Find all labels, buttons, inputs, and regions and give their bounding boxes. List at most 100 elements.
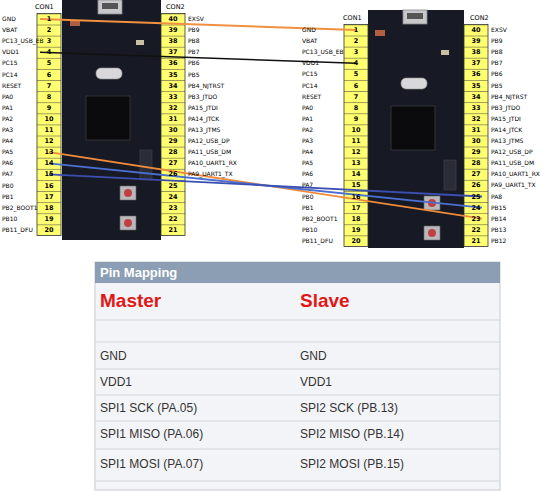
pin-number: 11 [344, 137, 368, 145]
pin-name: PC15 [2, 59, 17, 67]
pin-name: PA12_USB_DP [491, 148, 533, 156]
pin-name: PC14 [2, 71, 17, 79]
pin-name: PB5 [188, 71, 200, 79]
pin-number: 6 [37, 71, 61, 79]
pin-number: 25 [161, 182, 185, 190]
pin-number: 39 [161, 26, 185, 34]
pin-number: 15 [344, 181, 368, 189]
pin-name: EXSV [188, 15, 204, 23]
pin-number: 3 [37, 37, 61, 45]
pin-name: PB15 [491, 204, 506, 212]
pin-name: PB5 [491, 82, 503, 90]
pin-number: 12 [37, 137, 61, 145]
pin-number: 20 [37, 226, 61, 234]
pin-number: 22 [464, 226, 488, 234]
pin-number: 31 [464, 126, 488, 134]
pin-name: PA14_JTCK [188, 115, 219, 123]
pin-name: PB1 [302, 204, 314, 212]
pin-name: VBAT [2, 26, 18, 34]
pin-name: PC15 [302, 70, 317, 78]
pin-number: 35 [161, 71, 185, 79]
pin-number: 9 [37, 104, 61, 112]
pin-name: PA0 [2, 93, 13, 101]
pin-number: 40 [464, 26, 488, 34]
pin-number: 24 [161, 193, 185, 201]
table-cell: VDD1 [100, 375, 132, 390]
pin-name: GND [302, 26, 316, 34]
pin-number: 7 [344, 93, 368, 101]
pin-name: PB4_NJTRST [491, 93, 527, 101]
table-cell: GND [100, 349, 127, 364]
pin-number: 3 [344, 48, 368, 56]
pin-name: VBAT [302, 37, 318, 45]
pin-number: 28 [161, 148, 185, 156]
pin-name: GND [2, 15, 16, 23]
pin-name: PC13_USB_EB [2, 37, 44, 45]
pin-number: 8 [344, 104, 368, 112]
pin-number: 10 [344, 126, 368, 134]
pin-number: 5 [37, 59, 61, 67]
pin-number: 16 [344, 193, 368, 201]
pin-name: PB3_JTDO [188, 93, 217, 101]
pin-number: 8 [37, 93, 61, 101]
pin-number: 2 [37, 26, 61, 34]
pin-number: 19 [37, 215, 61, 223]
pin-name: PA5 [302, 159, 313, 167]
connector-label: CON2 [166, 3, 185, 11]
pin-name: PB3_JTDO [491, 104, 520, 112]
pin-number: 34 [464, 93, 488, 101]
pin-number: 13 [344, 159, 368, 167]
pin-name: PA5 [2, 148, 13, 156]
pin-number: 18 [344, 215, 368, 223]
pin-number: 5 [344, 70, 368, 78]
table-cell: SPI2 SCK (PB.13) [300, 401, 398, 416]
pin-number: 38 [161, 37, 185, 45]
pin-name: PA2 [2, 115, 13, 123]
pin-name: PA4 [302, 148, 313, 156]
pin-name: VDD1 [302, 59, 319, 67]
pin-name: PB2_BOOT1 [2, 204, 38, 212]
pin-name: PA6 [302, 170, 313, 178]
table-cell: VDD1 [300, 375, 332, 390]
pin-number: 13 [37, 148, 61, 156]
pin-number: 14 [344, 170, 368, 178]
pin-name: PA4 [2, 137, 13, 145]
table-cell: SPI2 MISO (PB.14) [300, 427, 404, 442]
pin-number: 17 [344, 204, 368, 212]
pin-name: PA7 [2, 170, 13, 178]
pin-number: 11 [37, 126, 61, 134]
pin-number: 9 [344, 115, 368, 123]
pin-name: PA1 [2, 104, 13, 112]
pin-name: PA8 [491, 193, 502, 201]
pin-name: PA11_USB_DM [188, 148, 231, 156]
pin-number: 25 [464, 193, 488, 201]
pin-name: PB2_BOOT1 [302, 215, 338, 223]
pin-number: 40 [161, 15, 185, 23]
pin-number: 28 [464, 159, 488, 167]
connector-label: CON1 [35, 3, 54, 11]
pin-name: PB4_NJTRST [188, 82, 224, 90]
connector-label: CON1 [343, 14, 362, 22]
pin-number: 1 [37, 15, 61, 23]
pin-name: PB8 [491, 48, 503, 56]
pin-number: 10 [37, 115, 61, 123]
table-cell: SPI2 MOSI (PB.15) [300, 457, 404, 472]
pin-name: EXSV [491, 26, 507, 34]
pin-name: PA10_UART1_RX [491, 170, 540, 178]
pin-name: PC13_USB_EB [302, 48, 344, 56]
pin-name: PB10 [302, 226, 317, 234]
pin-name: PA2 [302, 126, 313, 134]
table-cell: SPI1 MISO (PA.06) [100, 427, 203, 442]
pin-name: PA6 [2, 159, 13, 167]
pin-name: PA15_JTDI [188, 104, 218, 112]
pin-name: PB7 [188, 48, 200, 56]
pin-name: PB13 [491, 226, 506, 234]
pin-number: 36 [464, 70, 488, 78]
table-cell: GND [300, 349, 327, 364]
pin-number: 14 [37, 159, 61, 167]
column-header: Master [100, 290, 161, 312]
pin-name: PB14 [491, 215, 506, 223]
pin-name: PB9 [491, 37, 503, 45]
